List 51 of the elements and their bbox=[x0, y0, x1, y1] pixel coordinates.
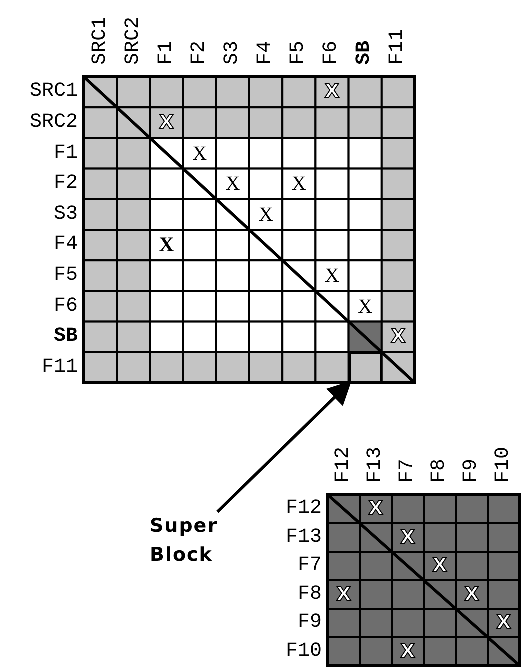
dependency-mark: X bbox=[400, 528, 416, 548]
column-header: F2 bbox=[190, 40, 210, 65]
row-header: F1 bbox=[54, 144, 78, 164]
dependency-mark: X bbox=[432, 556, 448, 576]
row-header: F9 bbox=[298, 613, 322, 634]
dependency-mark: X bbox=[159, 234, 174, 256]
column-header: SRC2 bbox=[124, 16, 144, 65]
column-header: F4 bbox=[256, 40, 276, 65]
dependency-mark: X bbox=[159, 113, 174, 132]
row-header: F5 bbox=[54, 266, 78, 286]
column-header: F8 bbox=[430, 458, 450, 483]
row-header: F13 bbox=[286, 528, 322, 548]
row-header: F10 bbox=[286, 642, 322, 662]
column-header: F11 bbox=[388, 28, 408, 65]
dependency-mark: X bbox=[400, 642, 416, 662]
row-header: SRC1 bbox=[30, 82, 78, 102]
row-header: F2 bbox=[54, 174, 78, 194]
row-header: F12 bbox=[286, 499, 322, 520]
dependency-mark: X bbox=[368, 500, 384, 519]
row-header: SRC2 bbox=[30, 112, 78, 133]
column-header: F1 bbox=[156, 40, 177, 65]
row-header: SB bbox=[54, 327, 78, 348]
dependency-mark: X bbox=[192, 144, 208, 164]
dependency-mark: X bbox=[358, 296, 373, 316]
row-header: F11 bbox=[42, 358, 78, 378]
row-header: F6 bbox=[54, 296, 78, 316]
column-header: SRC1 bbox=[90, 16, 111, 65]
dependency-mark: X bbox=[391, 328, 406, 347]
dependency-mark: X bbox=[336, 585, 352, 604]
column-header: F7 bbox=[398, 458, 418, 483]
column-header: SB bbox=[355, 40, 376, 65]
column-header: F12 bbox=[334, 446, 354, 483]
row-header: F8 bbox=[298, 584, 322, 605]
column-header: F13 bbox=[366, 446, 386, 483]
column-header: F5 bbox=[289, 40, 310, 65]
dependency-mark: X bbox=[226, 174, 240, 194]
dependency-mark: X bbox=[324, 82, 340, 102]
row-header: F7 bbox=[298, 556, 322, 576]
row-header: F4 bbox=[54, 235, 78, 256]
dependency-mark: X bbox=[325, 266, 340, 286]
dependency-mark: X bbox=[258, 204, 274, 225]
dependency-mark: X bbox=[292, 174, 306, 194]
column-header: S3 bbox=[222, 40, 243, 65]
block-title: Super Block bbox=[150, 512, 226, 570]
column-header: F10 bbox=[494, 446, 514, 483]
dependency-mark: X bbox=[464, 585, 480, 604]
column-header: F6 bbox=[322, 40, 342, 65]
dependency-mark: X bbox=[496, 614, 512, 633]
matrix-cell bbox=[348, 352, 382, 383]
column-header: F9 bbox=[462, 458, 482, 483]
row-header: S3 bbox=[54, 204, 78, 225]
